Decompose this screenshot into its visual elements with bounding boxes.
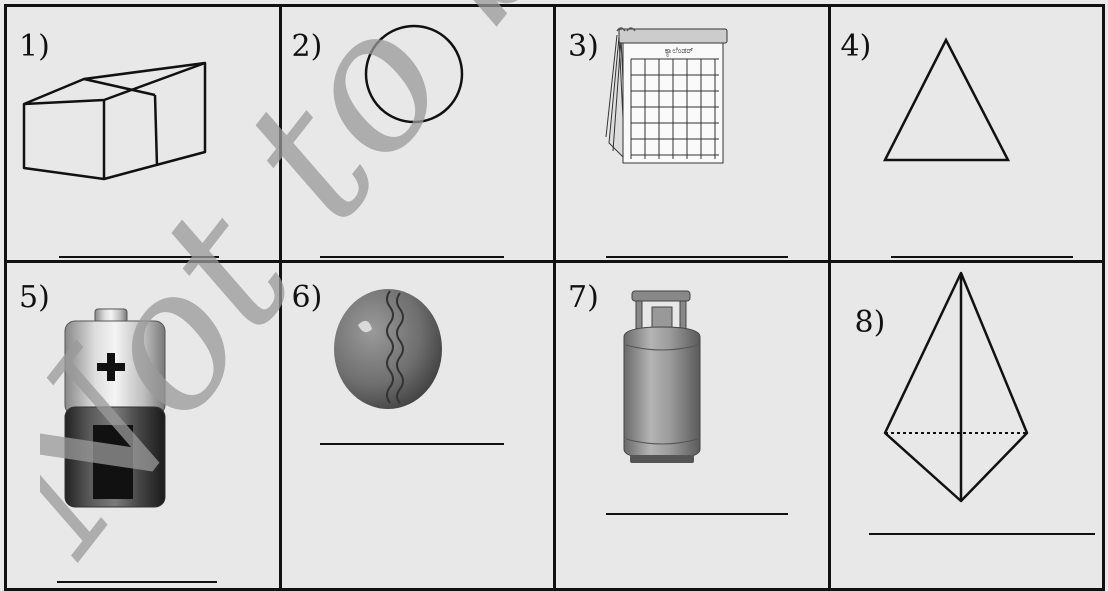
item-number: 6) <box>292 280 323 315</box>
item-number: 7) <box>568 280 599 315</box>
item-number: 3) <box>568 29 599 64</box>
cricket-ball-icon <box>332 287 444 411</box>
item-cell-5: 5) <box>6 262 281 590</box>
answer-line[interactable] <box>891 256 1073 258</box>
answer-line[interactable] <box>57 581 217 583</box>
answer-line[interactable] <box>320 443 504 445</box>
item-number: 2) <box>292 29 323 64</box>
item-cell-4: 4) <box>829 6 1104 262</box>
item-cell-1: 1) <box>6 6 281 262</box>
shapes-grid: 1) 2) 3) <box>4 4 1105 591</box>
item-cell-2: 2) <box>280 6 555 262</box>
battery-icon <box>55 307 175 511</box>
circle-icon <box>362 22 466 126</box>
calendar-title: ಕ್ಯಾಲೆಂಡರ್ <box>665 46 694 56</box>
item-cell-8: 8) <box>829 262 1104 590</box>
answer-line[interactable] <box>59 256 219 258</box>
item-cell-3: 3) ಕ್ಯಾಲೆಂಡರ್ <box>555 6 830 262</box>
item-cell-7: 7) <box>555 262 830 590</box>
pyramid-icon <box>881 269 1029 505</box>
gas-cylinder-icon <box>618 289 708 467</box>
cuboid-icon <box>17 52 217 187</box>
item-cell-6: 6) <box>280 262 555 590</box>
answer-line[interactable] <box>869 533 1095 535</box>
triangle-icon <box>881 37 1011 163</box>
calendar-icon: ಕ್ಯಾಲೆಂಡರ್ <box>601 25 731 170</box>
answer-line[interactable] <box>606 513 788 515</box>
item-number: 5) <box>19 280 50 315</box>
answer-line[interactable] <box>606 256 788 258</box>
item-number: 4) <box>841 29 872 64</box>
answer-line[interactable] <box>320 256 504 258</box>
